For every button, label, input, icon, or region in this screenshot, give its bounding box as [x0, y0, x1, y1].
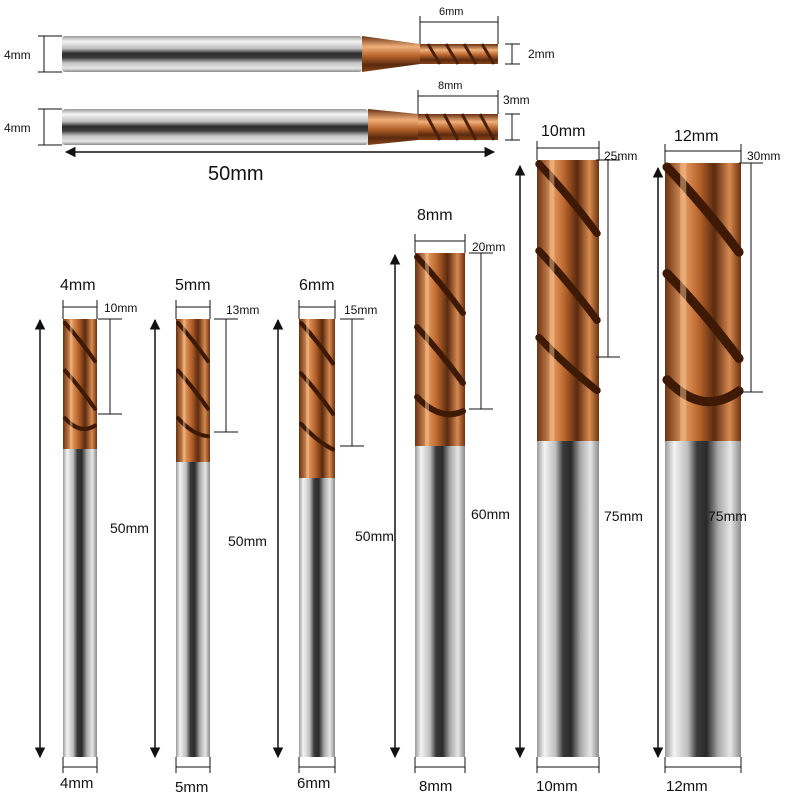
end-mill-flute-grooves [414, 254, 466, 418]
top-tool-2-shank [62, 109, 368, 145]
top-tool-2-overall-length: 50mm [208, 163, 264, 185]
top-tool-2-flute-grooves [424, 113, 496, 141]
end-mill-highlight [549, 160, 555, 441]
flute-length-label: 20mm [472, 240, 505, 254]
overall-length-label: 50mm [110, 520, 149, 536]
end-mill-4mm: 4mm 10mm 50mm 4mm [34, 277, 149, 792]
flute-length-label: 30mm [747, 149, 780, 163]
end-mill-flute-grooves [662, 162, 744, 407]
top-tool-1-shank-diameter: 4mm [4, 48, 31, 62]
top-tool-2-flute-length: 8mm [438, 80, 462, 92]
bottom-diameter-label: 4mm [60, 775, 93, 792]
tool-diameter-label: 6mm [299, 277, 335, 294]
flute-length-label: 25mm [604, 149, 637, 163]
bottom-diameter-label: 5mm [175, 779, 208, 796]
end-mill-flute-grooves [298, 320, 336, 452]
flute-length-label: 13mm [226, 303, 259, 317]
end-mill-shank [176, 462, 210, 757]
end-mill-5mm: 5mm 13mm 50mm 5mm [149, 277, 267, 796]
end-mill-6mm: 6mm 15mm 50mm 6mm [272, 277, 394, 792]
end-mill-flute-grooves [62, 320, 98, 431]
vertical-tools: 4mm10mm50mm4mm5mm13mm50mm5mm6mm15mm50mm6… [34, 123, 780, 796]
overall-length-label: 75mm [708, 508, 747, 524]
bottom-diameter-label: 6mm [297, 775, 330, 792]
top-tool-2-shank-diameter: 4mm [4, 121, 31, 135]
end-mill-highlight [182, 319, 186, 462]
flute-length-label: 15mm [344, 303, 377, 317]
top-tool-1-flutes [420, 44, 498, 64]
end-mill-shank [665, 441, 741, 757]
top-tool-2-neck [368, 109, 418, 145]
end-mill-flutes [299, 319, 335, 478]
end-mill-highlight [306, 319, 310, 478]
top-tool-1: 4mm 6mm 2mm [4, 6, 555, 73]
tool-diameter-label: 10mm [541, 123, 585, 140]
end-mill-8mm: 8mm 20mm 60mm 8mm [389, 207, 510, 795]
end-mill-flutes [537, 160, 599, 441]
bottom-diameter-label: 10mm [536, 778, 578, 795]
end-mill-shank [415, 446, 465, 757]
end-mill-highlight [425, 253, 429, 446]
end-mill-10mm: 10mm 25mm 75mm 10mm [514, 123, 643, 795]
bottom-diameter-label: 12mm [666, 778, 708, 795]
end-mill-highlight [69, 319, 73, 449]
top-tool-1-shank [62, 36, 362, 72]
overall-length-label: 50mm [228, 533, 267, 549]
tool-diameter-label: 5mm [175, 277, 211, 294]
end-mill-highlight [680, 163, 687, 441]
tool-diameter-label: 12mm [674, 128, 718, 145]
top-tool-2: 4mm 8mm 3mm 50mm [4, 80, 530, 185]
end-mill-flute-grooves [175, 320, 211, 439]
end-mill-flute-grooves [535, 160, 601, 395]
top-tool-1-flute-grooves [426, 43, 496, 65]
end-mill-shank [63, 449, 97, 757]
overall-length-label: 75mm [604, 508, 643, 524]
top-tool-1-neck [362, 36, 420, 72]
top-tool-1-flute-length: 6mm [439, 6, 463, 18]
bottom-diameter-label: 8mm [419, 778, 452, 795]
flute-length-label: 10mm [104, 301, 137, 315]
overall-length-label: 50mm [355, 528, 394, 544]
tool-diameter-label: 8mm [417, 207, 453, 224]
overall-length-label: 60mm [471, 506, 510, 522]
top-tool-2-cutting-diameter: 3mm [503, 93, 530, 107]
tool-diameter-label: 4mm [60, 277, 96, 294]
end-mill-12mm: 12mm 30mm 75mm 12mm [652, 128, 780, 795]
top-tool-1-cutting-diameter: 2mm [528, 47, 555, 61]
end-mill-shank [537, 441, 599, 757]
end-mill-shank [299, 478, 335, 757]
